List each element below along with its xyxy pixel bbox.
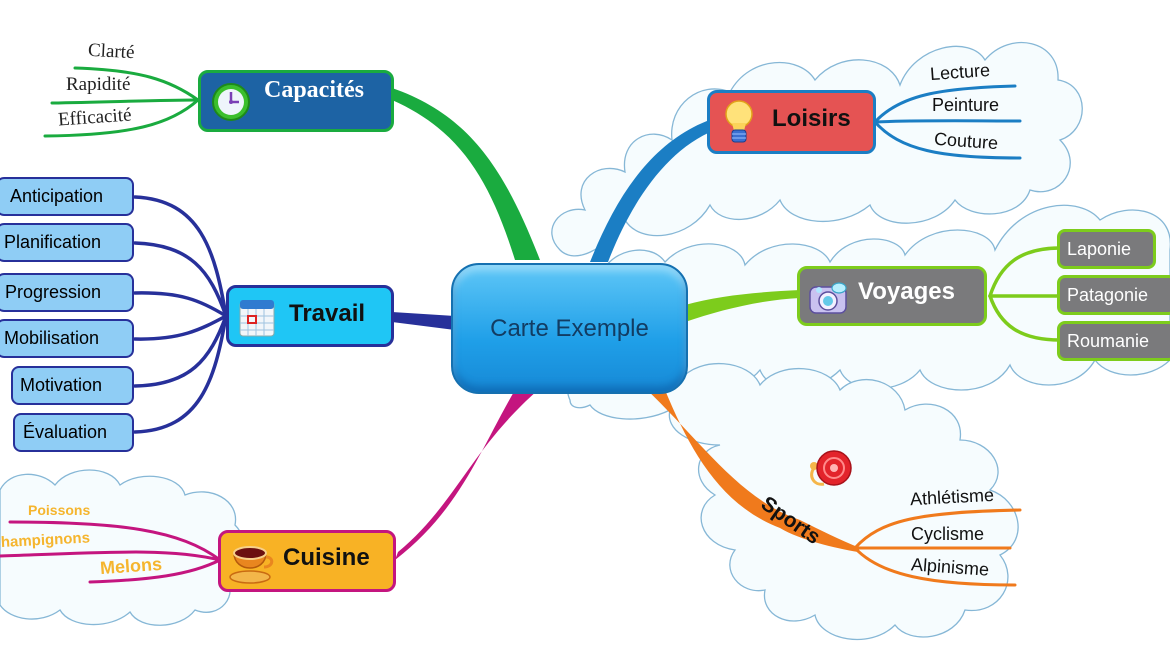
link-mobilisation bbox=[133, 314, 228, 341]
leaf-lecture[interactable]: Lecture bbox=[929, 59, 991, 85]
leaf-anticipation[interactable]: Anticipation bbox=[0, 177, 134, 216]
branch-sports bbox=[645, 388, 860, 552]
branch-capacites bbox=[392, 88, 540, 260]
calendar-icon bbox=[237, 296, 277, 343]
leaf-athletisme[interactable]: Athlétisme bbox=[909, 484, 995, 510]
link-anticipation bbox=[133, 195, 228, 318]
node-label-loisirs: Loisirs bbox=[772, 105, 851, 132]
leaf-mobilisation[interactable]: Mobilisation bbox=[0, 319, 134, 358]
leaf-label: Planification bbox=[4, 232, 102, 252]
leaf-label: Laponie bbox=[1067, 238, 1132, 259]
link-peinture bbox=[873, 119, 1022, 124]
node-label-capacites: Capacités bbox=[264, 77, 364, 103]
link-planification bbox=[133, 241, 228, 318]
branch-voyages bbox=[685, 290, 800, 322]
alarm-bell-icon bbox=[806, 448, 856, 495]
link-efficacite bbox=[43, 98, 200, 138]
leaf-evaluation[interactable]: Évaluation bbox=[13, 413, 134, 452]
branch-loisirs bbox=[590, 118, 715, 262]
leaf-planification[interactable]: Planification bbox=[0, 223, 134, 262]
coffee-cup-icon bbox=[228, 541, 274, 590]
leaf-label: Motivation bbox=[20, 375, 103, 395]
leaf-clarte[interactable]: Clarté bbox=[87, 39, 135, 64]
link-laponie bbox=[988, 246, 1062, 298]
link-progression bbox=[133, 291, 228, 318]
leaf-poissons[interactable]: Poissons bbox=[28, 502, 91, 518]
leaf-roumanie[interactable]: Roumanie bbox=[1057, 321, 1170, 361]
link-poissons bbox=[8, 520, 222, 562]
link-melons bbox=[88, 558, 222, 584]
leaf-patagonie[interactable]: Patagonie bbox=[1057, 275, 1170, 315]
node-cuisine[interactable]: Cuisine bbox=[218, 530, 396, 592]
link-evaluation bbox=[133, 314, 228, 434]
central-node[interactable]: Carte Exemple bbox=[451, 263, 688, 394]
leaf-label: Patagonie bbox=[1067, 284, 1149, 305]
node-travail[interactable]: Travail bbox=[226, 285, 394, 347]
node-loisirs[interactable]: Loisirs bbox=[707, 90, 876, 154]
link-rapidite bbox=[50, 98, 200, 105]
link-lecture bbox=[873, 84, 1017, 124]
link-clarte bbox=[73, 66, 200, 102]
leaf-label: Mobilisation bbox=[4, 328, 100, 348]
branch-travail bbox=[392, 312, 455, 330]
camera-icon bbox=[808, 279, 850, 320]
leaf-label: Roumanie bbox=[1067, 330, 1150, 351]
leaf-couture[interactable]: Couture bbox=[933, 128, 999, 154]
leaf-laponie[interactable]: Laponie bbox=[1057, 229, 1156, 269]
node-capacites[interactable]: Capacités bbox=[198, 70, 394, 132]
link-couture bbox=[873, 120, 1022, 160]
leaf-cyclisme[interactable]: Cyclisme bbox=[911, 524, 985, 544]
leaf-motivation[interactable]: Motivation bbox=[11, 366, 134, 405]
node-label-travail: Travail bbox=[289, 300, 366, 327]
link-roumanie bbox=[988, 294, 1062, 342]
central-label: Carte Exemple bbox=[490, 314, 649, 342]
leaf-progression[interactable]: Progression bbox=[0, 273, 134, 312]
node-label-voyages: Voyages bbox=[858, 278, 955, 305]
branch-cuisine bbox=[395, 390, 538, 560]
link-motivation bbox=[133, 314, 228, 388]
leaf-peinture[interactable]: Peinture bbox=[932, 95, 1000, 115]
link-athletisme bbox=[853, 508, 1022, 550]
leaf-melons[interactable]: Melons bbox=[99, 553, 163, 579]
clock-icon bbox=[211, 82, 251, 127]
leaf-label: Évaluation bbox=[23, 422, 108, 442]
link-champignons bbox=[0, 550, 222, 562]
leaf-label: Progression bbox=[5, 282, 102, 302]
link-alpinisme bbox=[853, 546, 1017, 587]
node-label-cuisine: Cuisine bbox=[283, 544, 370, 571]
leaf-label: Anticipation bbox=[10, 186, 104, 206]
lightbulb-icon bbox=[723, 99, 755, 152]
leaf-rapidite[interactable]: Rapidité bbox=[66, 74, 131, 95]
node-voyages[interactable]: Voyages bbox=[797, 266, 987, 326]
